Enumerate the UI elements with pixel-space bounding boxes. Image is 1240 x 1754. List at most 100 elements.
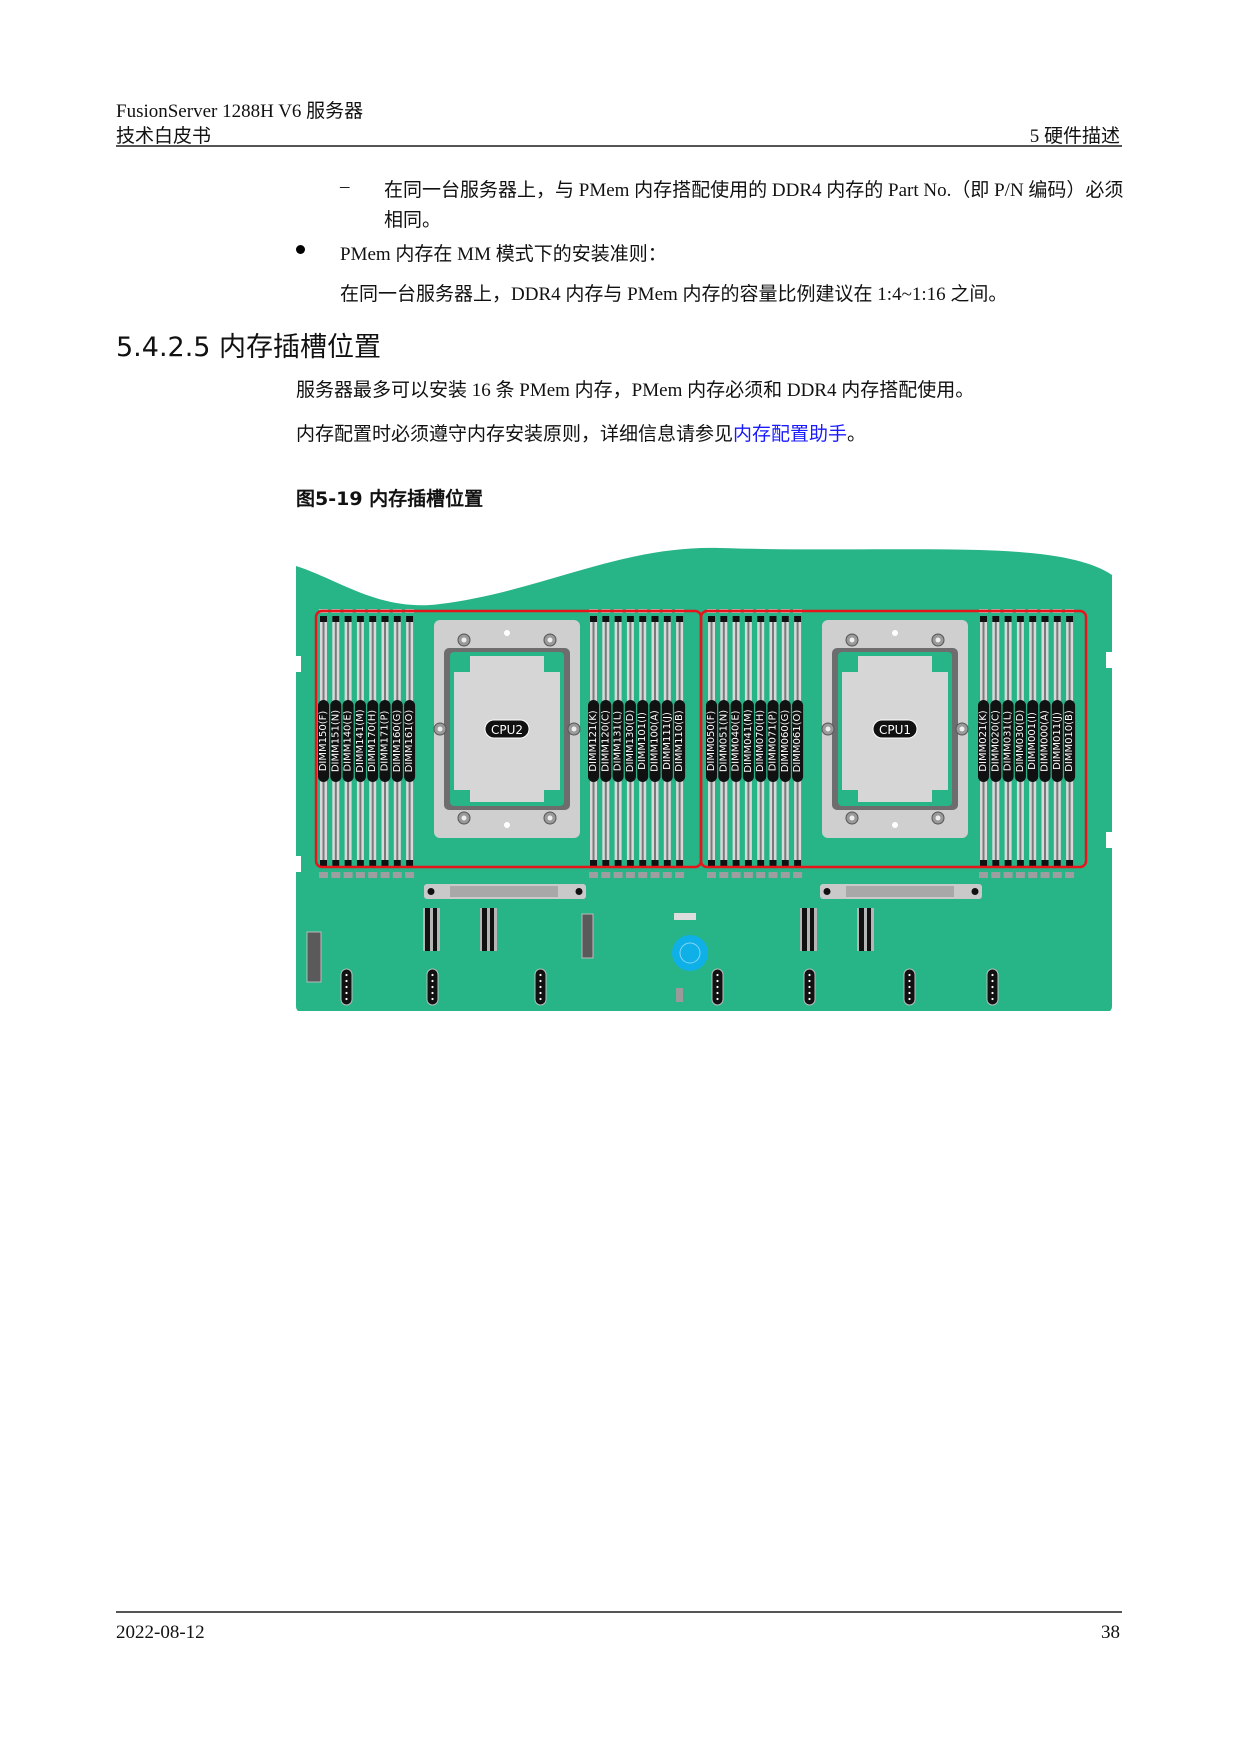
dimm-end-cap-bottom xyxy=(980,860,987,866)
dimm-label: DIMM160(G) xyxy=(392,710,403,773)
cpu-alignment-dot xyxy=(504,822,510,828)
dimm-label: DIMM170(H) xyxy=(367,710,378,772)
fan-pin xyxy=(908,991,911,995)
dimm-label-pill xyxy=(1014,700,1026,782)
cmos-battery-ring xyxy=(679,942,701,964)
dimm-label-pill xyxy=(318,700,329,782)
cmos-battery-icon xyxy=(672,935,708,971)
fan-pin xyxy=(539,991,542,995)
fan-pin xyxy=(808,979,811,983)
dimm-label: DIMM060(G) xyxy=(780,710,791,773)
cpu-alignment-dot xyxy=(892,822,898,828)
fan-pin xyxy=(431,991,434,995)
dimm-end-cap-top xyxy=(732,616,740,622)
memory-config-assistant-link[interactable]: 内存配置助手 xyxy=(733,424,848,445)
slimline-connector-stripe xyxy=(810,908,814,951)
dimm-label: DIMM101(I) xyxy=(637,712,648,770)
dimm-end-cap-top xyxy=(1041,616,1049,622)
cpu-alignment-dot xyxy=(504,630,510,636)
dimm-end-cap-top xyxy=(369,616,377,622)
dimm-label-pill xyxy=(661,700,673,782)
footer-rule xyxy=(116,1611,1122,1613)
fan-pin xyxy=(991,991,994,995)
dimm-end-cap-top xyxy=(356,616,364,622)
fan-pin xyxy=(345,991,348,995)
dimm-latch-bottom xyxy=(743,872,753,878)
dimm-end-cap-top xyxy=(406,616,414,622)
cpu-label: CPU2 xyxy=(491,723,523,737)
dimm-latch-bottom xyxy=(331,872,341,878)
dimm-end-cap-bottom xyxy=(1053,860,1061,866)
paragraph-config-rule: 内存配置时必须遵守内存安装原则，详细信息请参见内存配置助手。 xyxy=(296,420,866,450)
pmem-highlight-cpu1 xyxy=(699,609,1088,869)
dimm-end-cap-bottom xyxy=(769,860,777,866)
dimm-label-pill xyxy=(706,700,717,782)
dimm-label: DIMM000(A) xyxy=(1040,710,1051,772)
dimm-latch-bottom xyxy=(1028,872,1038,878)
dimm-end-cap-bottom xyxy=(744,860,752,866)
dimm-label-pill xyxy=(1027,700,1039,782)
dimm-label: DIMM070(H) xyxy=(755,710,766,772)
dimm-end-cap-bottom xyxy=(1016,860,1024,866)
dimm-slot: DIMM031(L) xyxy=(1002,609,1014,878)
dimm-label-pill xyxy=(600,700,612,782)
dimm-latch-bottom xyxy=(707,872,716,878)
dimm-label-pill xyxy=(990,700,1002,782)
dimm-end-cap-top xyxy=(781,616,789,622)
dimm-end-cap-top xyxy=(744,616,752,622)
dimm-label-pill xyxy=(588,700,599,782)
dimm-group-cpu1-left: DIMM050(F)DIMM051(N)DIMM040(E)DIMM041(M)… xyxy=(706,609,804,878)
dimm-label-pill xyxy=(330,700,342,782)
dimm-end-cap-top xyxy=(1004,616,1012,622)
dimm-label: DIMM001(I) xyxy=(1027,712,1038,770)
dimm-label: DIMM020(C) xyxy=(990,710,1001,772)
motherboard-diagram: DIMM150(F)DIMM151(N)DIMM140(E)DIMM141(M)… xyxy=(296,547,1112,1011)
dimm-label: DIMM150(F) xyxy=(318,711,329,772)
dimm-end-cap-bottom xyxy=(781,860,789,866)
fan-pin xyxy=(431,973,434,977)
dimm-label: DIMM161(O) xyxy=(404,710,415,773)
cpu-screw-center xyxy=(849,637,855,643)
dimm-label: DIMM010(B) xyxy=(1064,710,1075,772)
dimm-label-pill xyxy=(649,700,661,782)
fan-pin xyxy=(345,985,348,989)
dimm-slot: DIMM141(M) xyxy=(354,609,366,878)
fan-pin xyxy=(908,985,911,989)
dimm-slot: DIMM041(M) xyxy=(742,609,754,878)
dimm-latch-bottom xyxy=(1052,872,1062,878)
header-chapter: 5 硬件描述 xyxy=(1029,126,1120,147)
header-doc-type: 技术白皮书 xyxy=(116,126,212,147)
board-root: DIMM150(F)DIMM151(N)DIMM140(E)DIMM141(M)… xyxy=(296,547,1112,1011)
dimm-slot: DIMM010(B) xyxy=(1064,609,1076,878)
dimm-end-cap-top xyxy=(794,616,802,622)
dimm-group-cpu1-right: DIMM021(K)DIMM020(C)DIMM031(L)DIMM030(D)… xyxy=(978,609,1076,878)
dimm-label-pill xyxy=(342,700,354,782)
fan-pin xyxy=(716,973,719,977)
fan-pin xyxy=(539,973,542,977)
fan-pin xyxy=(539,997,542,1001)
dimm-end-cap-bottom xyxy=(1041,860,1049,866)
dimm-group-cpu2-right: DIMM121(K)DIMM120(C)DIMM131(L)DIMM130(D)… xyxy=(588,609,686,878)
dimm-end-cap-top xyxy=(757,616,765,622)
dimm-latch-bottom xyxy=(768,872,778,878)
dimm-latch-bottom xyxy=(638,872,648,878)
cpu-screw-center xyxy=(437,726,443,732)
cpu-label-pill xyxy=(484,719,530,739)
cpu-screw-center xyxy=(461,815,467,821)
cpu-screw-center xyxy=(935,815,941,821)
dimm-end-cap-bottom xyxy=(356,860,364,866)
dimm-label: DIMM051(N) xyxy=(718,710,729,772)
riser-rail-teeth xyxy=(846,886,954,897)
section-title: 5.4.2.5 内存插槽位置 xyxy=(116,332,382,363)
dimm-latch-bottom xyxy=(1003,872,1013,878)
bullet-icon xyxy=(296,245,305,254)
cpu-screw-center xyxy=(461,637,467,643)
dimm-slot: DIMM161(O) xyxy=(404,609,416,878)
fan-pin xyxy=(431,997,434,1001)
dimm-label-pill xyxy=(354,700,366,782)
fan-pin xyxy=(716,991,719,995)
dimm-end-cap-top xyxy=(626,616,634,622)
cpu-screw-center xyxy=(547,637,553,643)
dimm-latch-bottom xyxy=(601,872,611,878)
cpu-socket-cpu2: CPU2 xyxy=(433,620,581,838)
